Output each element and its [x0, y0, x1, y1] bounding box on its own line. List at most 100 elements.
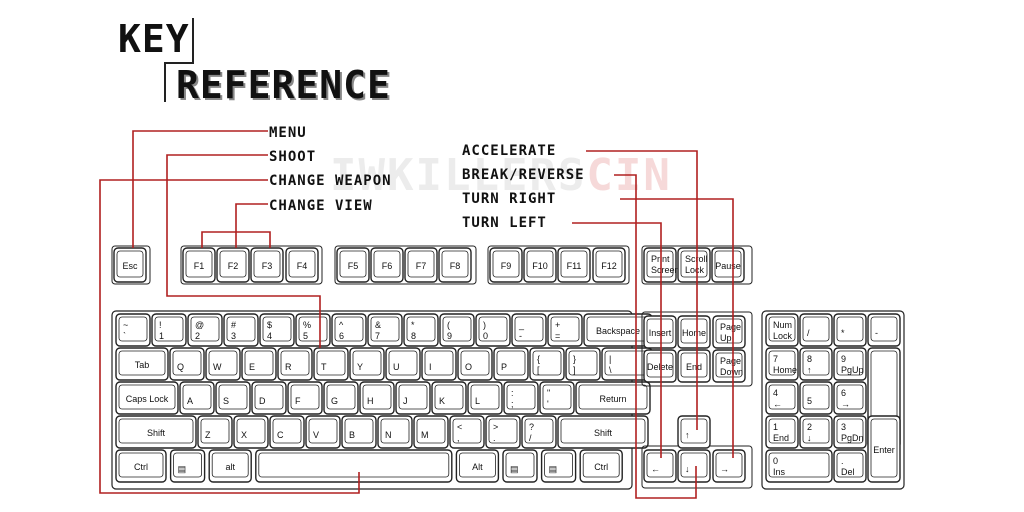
- key-5[interactable]: %5: [295, 313, 331, 347]
- key-7[interactable]: &7: [367, 313, 403, 347]
- key-f8[interactable]: F8: [438, 247, 472, 283]
- key-i[interactable]: I: [421, 347, 457, 381]
- key-num-star[interactable]: *: [833, 313, 867, 347]
- key-9[interactable]: (9: [439, 313, 475, 347]
- key-f3[interactable]: F3: [250, 247, 284, 283]
- key-u[interactable]: U: [385, 347, 421, 381]
- key-1[interactable]: !1: [151, 313, 187, 347]
- key-num-slash[interactable]: /: [799, 313, 833, 347]
- key-w[interactable]: W: [205, 347, 241, 381]
- key-ctrl-left[interactable]: Ctrl: [115, 449, 167, 483]
- key-num-2[interactable]: 2↓: [799, 415, 833, 449]
- key-j[interactable]: J: [395, 381, 431, 415]
- key-f9[interactable]: F9: [489, 247, 523, 283]
- key-d[interactable]: D: [251, 381, 287, 415]
- key-alt-left[interactable]: alt: [208, 449, 252, 483]
- key-r[interactable]: R: [277, 347, 313, 381]
- key-num-dot[interactable]: .Del: [833, 449, 867, 483]
- key-b[interactable]: B: [341, 415, 377, 449]
- key-esc[interactable]: Esc: [113, 247, 147, 283]
- key-arrow-down[interactable]: ↓: [677, 449, 711, 483]
- key-tab[interactable]: Tab: [115, 347, 169, 381]
- key-menu-key[interactable]: ▤: [540, 449, 577, 483]
- key-4[interactable]: $4: [259, 313, 295, 347]
- key-l[interactable]: L: [467, 381, 503, 415]
- key-e[interactable]: E: [241, 347, 277, 381]
- key-q[interactable]: Q: [169, 347, 205, 381]
- key-num-6[interactable]: 6→: [833, 381, 867, 415]
- key-s[interactable]: S: [215, 381, 251, 415]
- key-t[interactable]: T: [313, 347, 349, 381]
- key-f12[interactable]: F12: [592, 247, 626, 283]
- key-shift-left[interactable]: Shift: [115, 415, 197, 449]
- key-lbracket[interactable]: {[: [529, 347, 565, 381]
- key-f[interactable]: F: [287, 381, 323, 415]
- key-backslash[interactable]: |\: [601, 347, 653, 381]
- key-n[interactable]: N: [377, 415, 413, 449]
- key-num-5[interactable]: 5: [799, 381, 833, 415]
- key-win-right[interactable]: ▤: [502, 449, 538, 483]
- key-f6[interactable]: F6: [370, 247, 404, 283]
- key-num-4[interactable]: 4←: [765, 381, 799, 415]
- key-arrow-left[interactable]: ←: [643, 449, 677, 483]
- key-a[interactable]: A: [179, 381, 215, 415]
- key-6[interactable]: ^6: [331, 313, 367, 347]
- key-y[interactable]: Y: [349, 347, 385, 381]
- key-insert[interactable]: Insert: [643, 315, 677, 349]
- key-v[interactable]: V: [305, 415, 341, 449]
- key-caps-lock[interactable]: Caps Lock: [115, 381, 179, 415]
- key-0[interactable]: )0: [475, 313, 511, 347]
- key-equals[interactable]: +=: [547, 313, 583, 347]
- key-x[interactable]: X: [233, 415, 269, 449]
- key-arrow-right[interactable]: →: [712, 449, 746, 483]
- key-win-left[interactable]: ▤: [169, 449, 206, 483]
- key-return[interactable]: Return: [575, 381, 651, 415]
- key-p[interactable]: P: [493, 347, 529, 381]
- key-num-enter[interactable]: Enter: [867, 415, 901, 483]
- key-f1[interactable]: F1: [182, 247, 216, 283]
- key-2[interactable]: @2: [187, 313, 223, 347]
- key-8[interactable]: *8: [403, 313, 439, 347]
- key-c[interactable]: C: [269, 415, 305, 449]
- key-tilde[interactable]: ~`: [115, 313, 151, 347]
- key-delete[interactable]: Delete: [643, 349, 677, 383]
- key-quote[interactable]: "': [539, 381, 575, 415]
- key-o[interactable]: O: [457, 347, 493, 381]
- key-home[interactable]: Home: [677, 315, 711, 349]
- key-semicolon[interactable]: :;: [503, 381, 539, 415]
- key-rbracket[interactable]: }]: [565, 347, 601, 381]
- key-slash[interactable]: ?/: [521, 415, 557, 449]
- key-period[interactable]: >.: [485, 415, 521, 449]
- key-k[interactable]: K: [431, 381, 467, 415]
- key-minus[interactable]: _-: [511, 313, 547, 347]
- key-num-8[interactable]: 8↑: [799, 347, 833, 381]
- key-shift-right[interactable]: Shift: [557, 415, 649, 449]
- key-ctrl-right[interactable]: Ctrl: [579, 449, 623, 483]
- key-arrow-up[interactable]: ↑: [677, 415, 711, 449]
- key-h[interactable]: H: [359, 381, 395, 415]
- key-end[interactable]: End: [677, 349, 711, 383]
- key-f11[interactable]: F11: [557, 247, 591, 283]
- key-alt-right[interactable]: Alt: [455, 449, 500, 483]
- key-f10[interactable]: F10: [523, 247, 557, 283]
- key-f4[interactable]: F4: [285, 247, 319, 283]
- key-g[interactable]: G: [323, 381, 359, 415]
- key-num-minus[interactable]: -: [867, 313, 901, 347]
- key-f5[interactable]: F5: [336, 247, 370, 283]
- key-pause[interactable]: Pause: [711, 247, 745, 283]
- key-z[interactable]: Z: [197, 415, 233, 449]
- key-m[interactable]: M: [413, 415, 449, 449]
- key-comma[interactable]: <,: [449, 415, 485, 449]
- key-f7[interactable]: F7: [404, 247, 438, 283]
- key-space[interactable]: [255, 449, 453, 483]
- key-f2[interactable]: F2: [216, 247, 250, 283]
